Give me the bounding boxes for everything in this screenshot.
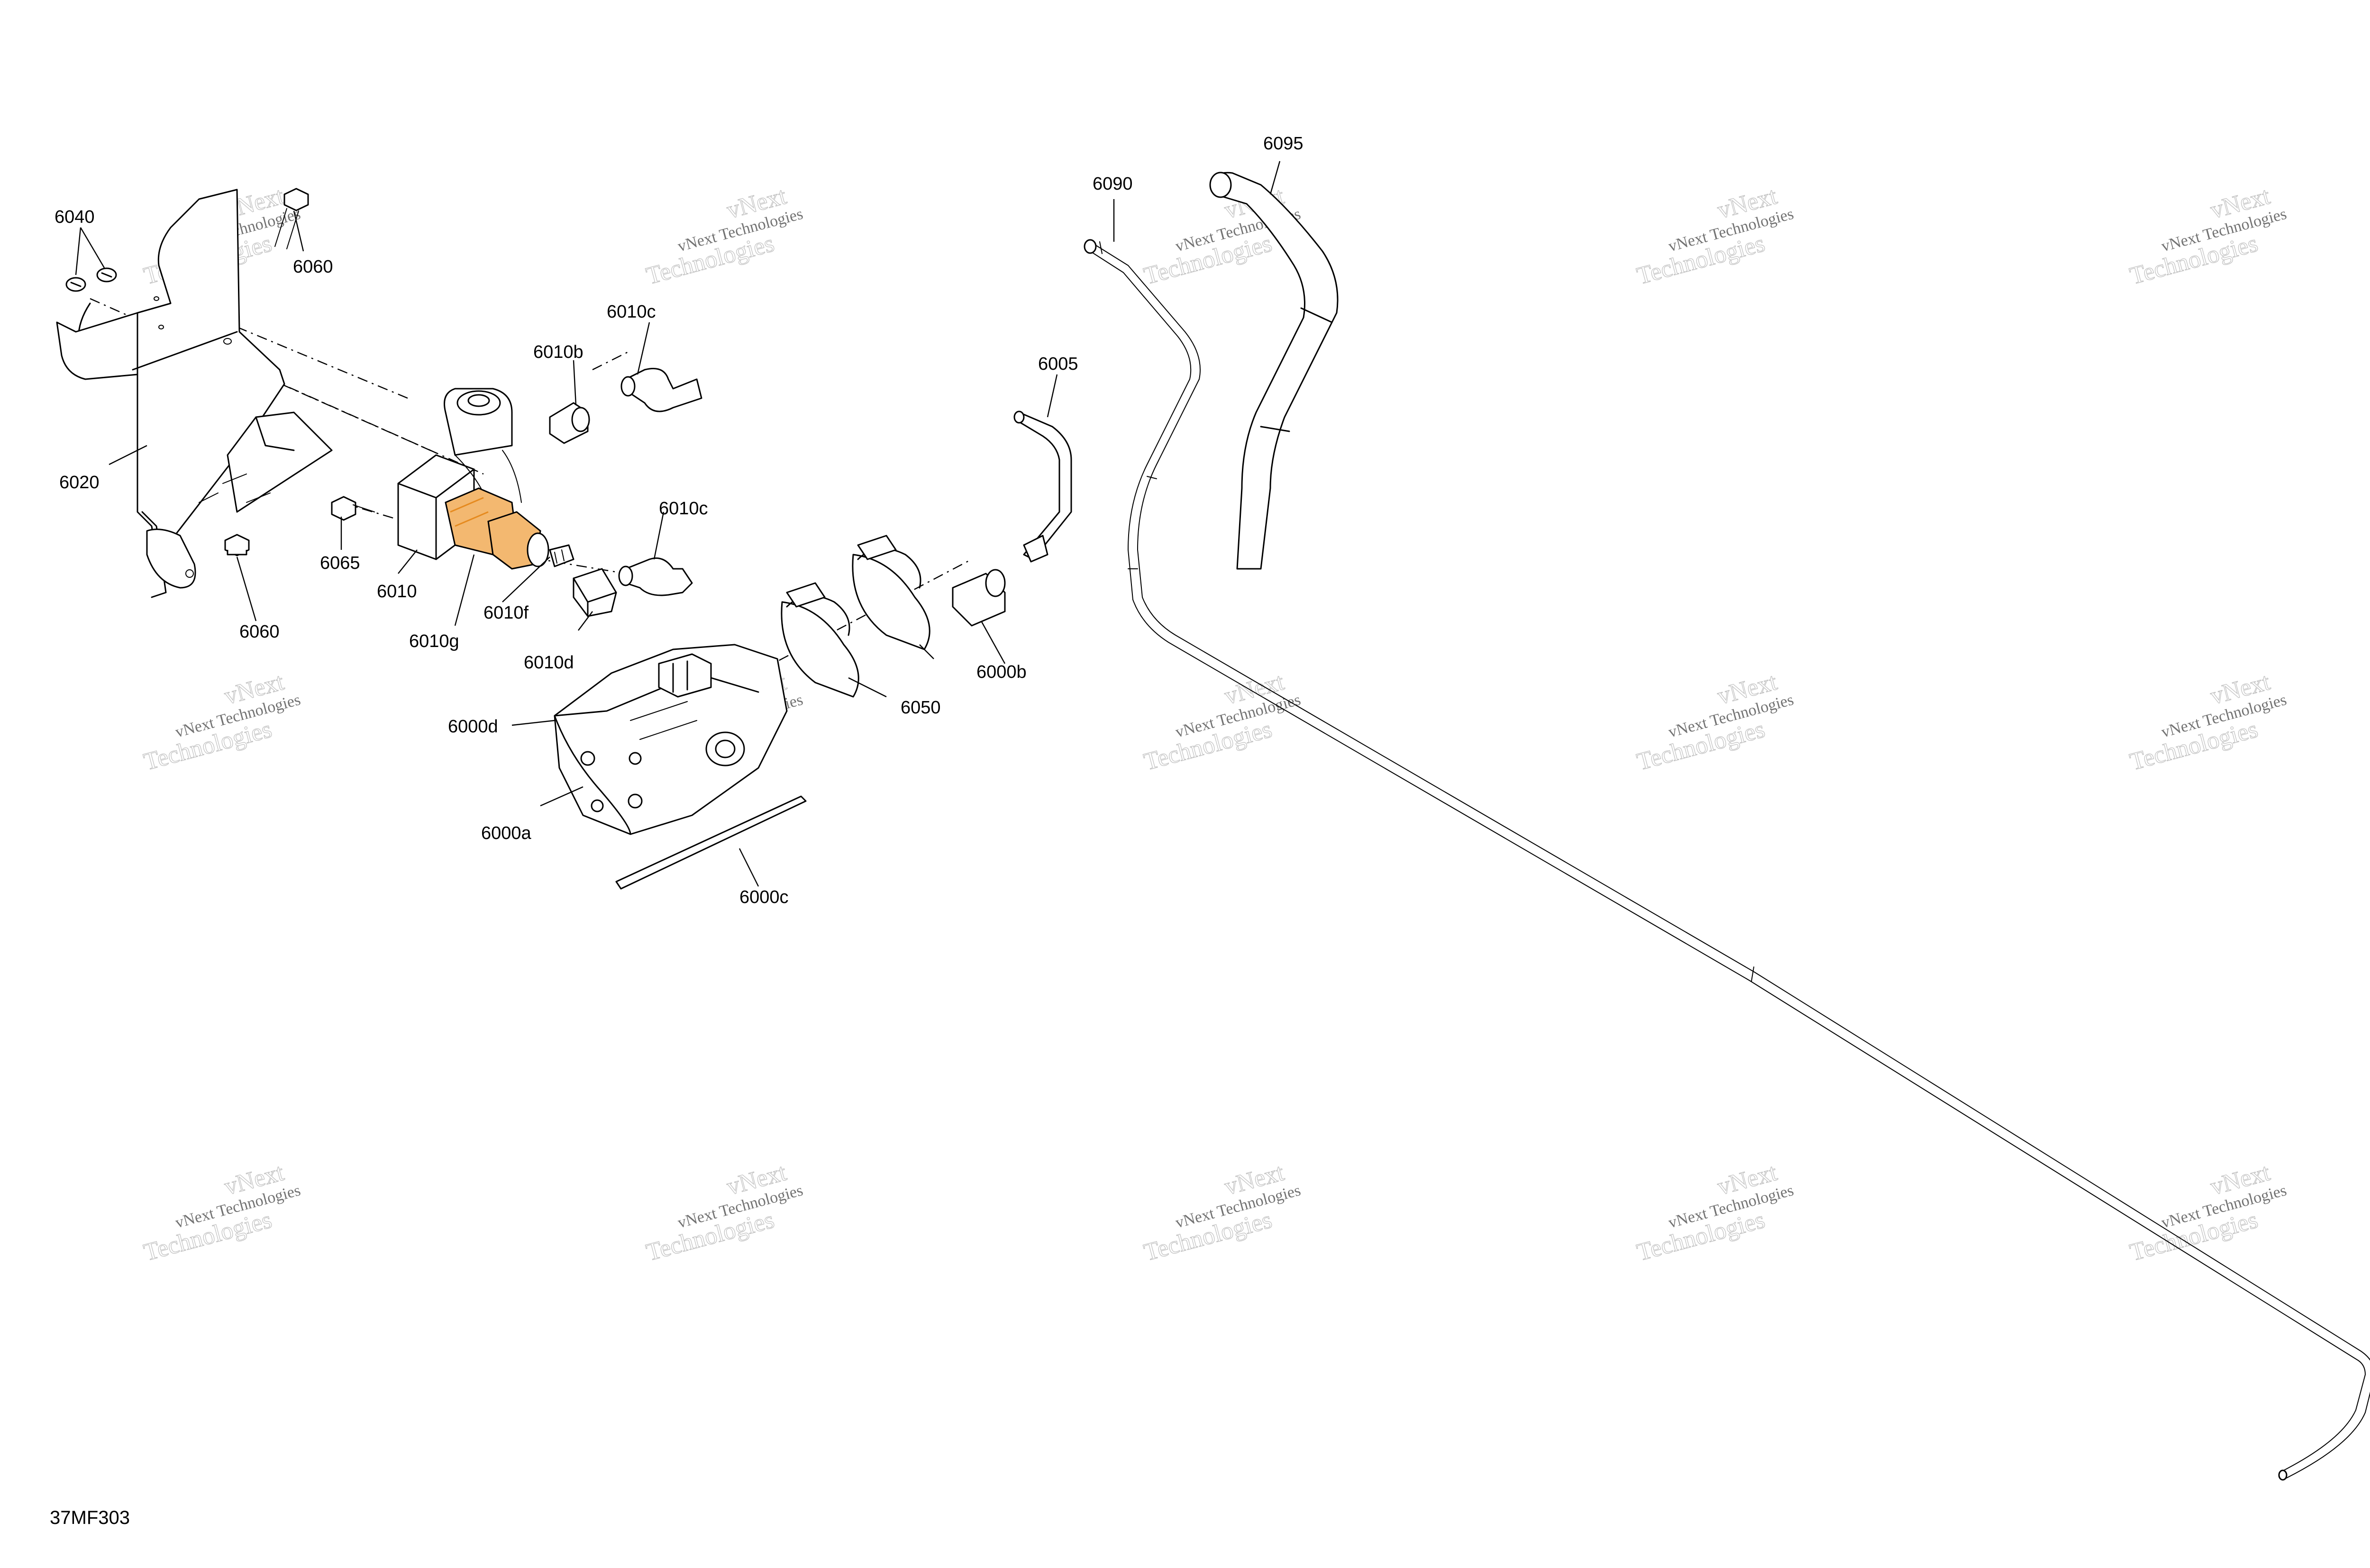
callout-6010d: 6010d [524,653,574,673]
leader-lines [75,161,1281,887]
bolt-6060-bottom [224,534,250,556]
callout-6065: 6065 [320,553,360,573]
pressure-switch-highlighted [445,487,549,570]
callout-6000a: 6000a [481,823,532,843]
mounting-bracket [56,189,333,598]
callout-6005: 6005 [1038,354,1078,374]
screw-6040-b [96,267,117,283]
watermark: vNext vNext Technologies Technologies [2127,182,2288,290]
callout-6040: 6040 [55,207,95,227]
callout-6060-bottom: 6060 [239,622,280,642]
watermark: vNext vNext Technologies Technologies [1634,182,1796,290]
callout-6010c-mid: 6010c [659,499,708,519]
elbow-6010c-top [620,368,702,412]
connector-6010d [573,568,617,617]
watermark: vNext vNext Technologies Technologies [2127,1158,2288,1267]
callout-labels: 6040 6060 6020 6065 6060 6010 6010g 6010… [55,134,1304,907]
fuel-line-6090 [1084,239,2370,1481]
callout-6020: 6020 [59,473,100,492]
callout-6090: 6090 [1093,174,1133,194]
watermark: vNext vNext Technologies Technologies [141,1158,302,1267]
pump-pad-6000c [615,795,807,890]
callout-6060-top: 6060 [293,257,333,277]
callout-6010c-top: 6010c [607,302,656,322]
watermark: vNext vNext Technologies Technologies [1141,1158,1303,1267]
elbow-6010c-mid [618,557,693,596]
watermark: vNext vNext Technologies Technologies [1141,668,1303,776]
callout-6050: 6050 [901,698,941,718]
callout-6010g: 6010g [409,631,459,651]
callout-6000b: 6000b [976,662,1027,682]
hose-6095 [1209,172,1339,570]
watermark: vNext vNext Technologies Technologies [643,182,805,290]
bolt-6065 [331,496,375,521]
clamp-6050-a [781,582,859,698]
fuel-filter-6000b [952,569,1006,627]
hose-6005 [1013,410,1072,563]
callout-6000d: 6000d [448,717,498,737]
callout-6000c: 6000c [739,887,789,907]
clamp-6050-b [852,535,930,650]
bolt-6060-top [274,188,309,249]
connector-6010f [549,544,574,567]
drawing-id: 37MF303 [50,1507,130,1528]
screw-6040-a [65,277,86,292]
watermark: vNext vNext Technologies Technologies [1634,668,1796,776]
callout-6010f: 6010f [483,603,529,623]
fitting-6010b [549,402,590,444]
callout-6010b: 6010b [533,342,583,362]
watermark: vNext vNext Technologies Technologies [643,1158,805,1267]
watermark: vNext vNext Technologies Technologies [2127,668,2288,776]
fuel-pump [554,644,788,835]
watermark: vNext vNext Technologies Technologies [1634,1158,1796,1267]
callout-6095: 6095 [1263,134,1304,154]
watermark: vNext vNext Technologies Technologies [141,668,302,776]
callout-6010: 6010 [377,582,417,602]
